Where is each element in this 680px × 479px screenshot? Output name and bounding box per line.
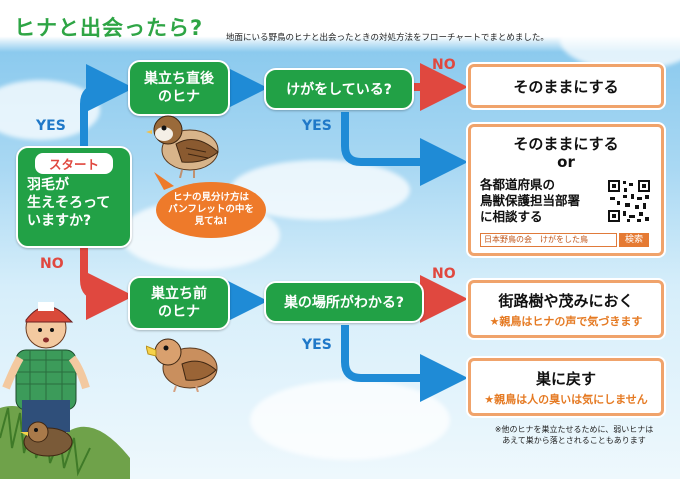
search-box[interactable]: 日本野鳥の会 けがをした鳥 <box>480 233 617 247</box>
label-no-injured: NO <box>432 57 456 73</box>
fledgling-sparrow-illustration <box>146 108 224 178</box>
result-consult-body: 各都道府県の 鳥獣保護担当部署 に相談する <box>480 177 580 225</box>
search-query-text: 日本野鳥の会 けがをした鳥 <box>484 235 588 244</box>
result-consult-or: or <box>471 154 661 170</box>
start-question: 羽毛が 生えそろって いますか? <box>18 176 110 230</box>
footnote: ※他のヒナを巣立たせるために、弱いヒナは あえて巣から落とされることもあります <box>474 424 674 446</box>
consult-line: に相談する <box>480 209 580 225</box>
result-nest-box: 巣に戻す ★親鳥は人の臭いは気にしません <box>468 358 664 416</box>
nestling-bird-illustration <box>146 330 222 392</box>
arrow-nest-yes <box>345 325 452 378</box>
start-question-line: いますか? <box>27 212 110 230</box>
result-tree-note: ★親鳥はヒナの声で気づきます <box>490 313 643 329</box>
nestling-label: のヒナ <box>158 303 200 321</box>
label-no-nest: NO <box>432 266 456 282</box>
label-yes-nest: YES <box>302 337 332 353</box>
result-leave-text: そのままにする <box>513 76 618 97</box>
footnote-line: あえて巣から落とされることもあります <box>474 435 674 446</box>
result-consult-leave: そのままにする <box>471 133 661 154</box>
result-nest-note: ★親鳥は人の臭いは気にしません <box>484 391 648 407</box>
arrow-start-yes <box>84 88 118 146</box>
result-leave-box: そのままにする <box>468 64 664 108</box>
label-yes-start: YES <box>36 118 66 134</box>
search-button[interactable]: 検索 <box>619 233 649 247</box>
consult-line: 各都道府県の <box>480 177 580 193</box>
bubble-line: パンフレットの中を <box>168 204 254 216</box>
arrow-injured-yes <box>345 112 452 162</box>
start-badge: スタート <box>35 153 113 174</box>
nestling-label: 巣立ち前 <box>151 285 207 303</box>
nest-question: 巣の場所がわかる? <box>284 292 404 312</box>
result-tree-title: 街路樹や茂みにおく <box>498 290 633 311</box>
label-no-start: NO <box>40 256 64 272</box>
start-question-line: 生えそろって <box>27 194 110 212</box>
fledgling-label: のヒナ <box>158 88 200 106</box>
consult-line: 鳥獣保護担当部署 <box>480 193 580 209</box>
injured-question: けがをしている? <box>286 79 392 99</box>
fledgling-label: 巣立ち直後 <box>144 70 214 88</box>
footnote-line: ※他のヒナを巣立たせるために、弱いヒナは <box>474 424 674 435</box>
bubble-line: ヒナの見分け方は <box>173 192 249 204</box>
bubble-line: 見てね! <box>195 216 228 228</box>
result-nest-title: 巣に戻す <box>536 368 596 389</box>
nest-question-box: 巣の場所がわかる? <box>264 281 424 323</box>
nestling-box: 巣立ち前 のヒナ <box>128 276 230 330</box>
qr-code-icon[interactable] <box>607 179 651 223</box>
ground-nestling-illustration <box>18 418 78 458</box>
start-question-line: 羽毛が <box>27 176 110 194</box>
injured-question-box: けがをしている? <box>264 68 414 110</box>
result-tree-box: 街路樹や茂みにおく ★親鳥はヒナの声で気づきます <box>468 280 664 338</box>
label-yes-injured: YES <box>302 118 332 134</box>
result-consult-box: そのままにする or 各都道府県の 鳥獣保護担当部署 に相談する 日本野鳥の会 … <box>468 124 664 256</box>
start-box: スタート 羽毛が 生えそろって いますか? <box>16 146 132 248</box>
